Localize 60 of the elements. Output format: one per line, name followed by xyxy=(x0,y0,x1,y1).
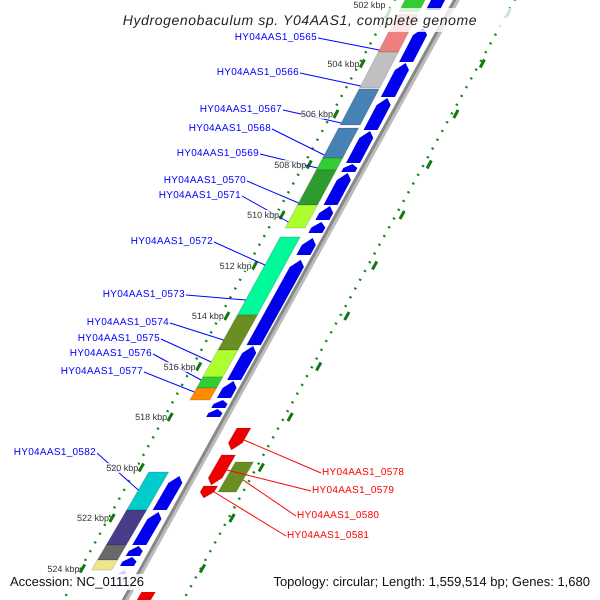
gene-label: HY04AAS1_0577 xyxy=(60,366,143,378)
gene-feature xyxy=(202,350,239,378)
gene-feature xyxy=(296,170,338,206)
scale-label: 516 kbp xyxy=(164,362,196,372)
leader-line xyxy=(214,242,266,266)
leader-line xyxy=(242,480,296,516)
scale-label: 520 kbp xyxy=(106,462,138,472)
gene-label: HY04AAS1_0576 xyxy=(70,348,152,360)
reverse-gene-feature xyxy=(208,454,236,486)
gene-label: HY04AAS1_0566 xyxy=(216,67,299,79)
gene-label: HY04AAS1_0571 xyxy=(158,190,241,202)
gene-label: HY04AAS1_0578 xyxy=(322,467,404,479)
leader-line xyxy=(300,72,362,86)
gene-feature xyxy=(236,236,302,316)
gene-feature xyxy=(315,158,344,170)
gene-feature xyxy=(339,88,380,126)
gene-label: HY04AAS1_0575 xyxy=(78,333,160,345)
leader-line xyxy=(226,470,312,492)
gene-feature xyxy=(196,376,224,388)
gene-feature xyxy=(126,472,170,510)
gene-label: HY04AAS1_0580 xyxy=(297,510,380,522)
leader-line xyxy=(318,38,380,50)
scale-label: 512 kbp xyxy=(220,260,252,270)
leader-line xyxy=(170,322,224,340)
gene-label: HY04AAS1_0569 xyxy=(176,148,259,160)
genome-info: Topology: circular; Length: 1,559,514 bp; Genes: 1,680 xyxy=(273,574,590,590)
leader-line xyxy=(246,180,300,204)
leader-line xyxy=(214,492,286,536)
scale-label: 510 kbp xyxy=(247,210,280,220)
gene-label: HY04AAS1_0574 xyxy=(86,317,169,329)
scale-label: 504 kbp xyxy=(327,58,360,68)
gene-label: HY04AAS1_0572 xyxy=(130,236,213,248)
scale-label: 522 kbp xyxy=(77,513,110,523)
gene-feature xyxy=(322,128,360,158)
gene-label: HY04AAS1_0582 xyxy=(14,447,96,459)
gene-feature xyxy=(188,388,218,400)
gene-feature xyxy=(284,204,318,228)
genome-info: Accession: NC_011126 xyxy=(10,574,144,590)
gene-label: HY04AAS1_0581 xyxy=(287,530,370,542)
gene-label: HY04AAS1_0573 xyxy=(102,289,185,301)
gene-feature xyxy=(217,462,254,492)
leader-line xyxy=(272,128,325,156)
scale-label: 506 kbp xyxy=(300,109,333,119)
reverse-gene-feature xyxy=(228,428,252,451)
leader-line xyxy=(144,372,195,392)
scale-label: 508 kbp xyxy=(274,160,306,170)
scale-label: 502 kbp xyxy=(353,0,386,10)
scale-label: 514 kbp xyxy=(192,311,224,321)
gene-label: HY04AAS1_0579 xyxy=(312,485,394,497)
leader-line xyxy=(186,294,246,300)
gene-label: HY04AAS1_0567 xyxy=(200,104,282,116)
gene-feature xyxy=(358,52,400,88)
gene-label: HY04AAS1_0565 xyxy=(234,32,317,44)
leader-line xyxy=(160,338,212,362)
scale-label: 524 kbp xyxy=(47,564,80,574)
reverse-gene-feature xyxy=(200,486,218,499)
leader-line xyxy=(244,440,322,474)
gene-label: HY04AAS1_0570 xyxy=(164,175,246,187)
gene-label: HY04AAS1_0568 xyxy=(188,123,271,135)
scale-label: 518 kbp xyxy=(135,412,168,422)
